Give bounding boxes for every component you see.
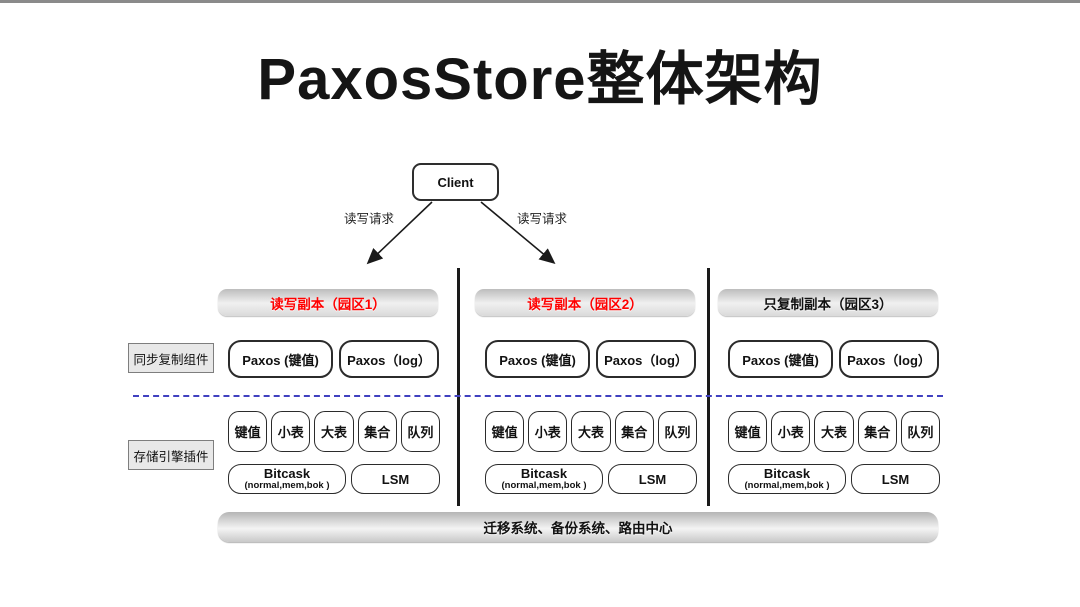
engine-box-queue: 队列 (657, 411, 698, 452)
bitcask-title: Bitcask (520, 466, 568, 482)
engine-box-bigtable: 大表 (571, 411, 611, 452)
request-label-left: 读写请求 (344, 212, 395, 226)
bitcask-subtitle: (normal,mem,bok ) (744, 479, 830, 491)
engine-box-keyvalue: 键值 (228, 411, 268, 452)
column-zone3: 只复制副本（园区3） Paxos (键值) Paxos（log） 键值 小表 大… (718, 289, 941, 494)
engine-box-bigtable: 大表 (814, 411, 854, 452)
paxos-kv-box: Paxos (键值) (228, 340, 333, 378)
engines-row: 键值 小表 大表 集合 队列 (485, 411, 698, 452)
bitcask-box: Bitcask (normal,mem,bok ) (728, 464, 846, 494)
zone-header: 读写副本（园区2） (475, 289, 695, 316)
page-title: PaxosStore整体架构 (257, 47, 823, 112)
engines-row: 键值 小表 大表 集合 队列 (728, 411, 941, 452)
request-arrows-icon (366, 201, 556, 265)
engine-box-set: 集合 (357, 411, 397, 452)
column-zone1: 读写副本（园区1） Paxos (键值) Paxos（log） 键值 小表 大表… (218, 289, 441, 494)
bitcask-box: Bitcask (normal,mem,bok ) (228, 464, 346, 494)
arrow-right-icon (480, 201, 556, 265)
client-box: Client (412, 163, 499, 201)
column-separator-1 (457, 268, 460, 506)
engine-box-queue: 队列 (900, 411, 941, 452)
engine-box-queue: 队列 (400, 411, 441, 452)
side-label-storage-engine: 存储引擎插件 (128, 440, 214, 470)
request-label-right: 读写请求 (517, 212, 568, 226)
paxos-kv-box: Paxos (键值) (728, 340, 833, 378)
paxos-log-box: Paxos（log） (339, 340, 439, 378)
arrow-left-icon (366, 201, 433, 265)
zone-header: 读写副本（园区1） (218, 289, 438, 316)
bitcask-subtitle: (normal,mem,bok ) (501, 479, 587, 491)
paxos-log-box: Paxos（log） (839, 340, 939, 378)
bottom-bar-systems: 迁移系统、备份系统、路由中心 (218, 512, 938, 542)
engine-box-keyvalue: 键值 (728, 411, 768, 452)
column-separator-2 (707, 268, 710, 506)
bitcask-title: Bitcask (263, 466, 311, 482)
engine-box-set: 集合 (857, 411, 897, 452)
bitcask-title: Bitcask (763, 466, 811, 482)
lsm-box: LSM (608, 464, 697, 494)
side-label-sync-replication: 同步复制组件 (128, 343, 214, 373)
lsm-box: LSM (851, 464, 940, 494)
column-zone2: 读写副本（园区2） Paxos (键值) Paxos（log） 键值 小表 大表… (475, 289, 698, 494)
bitcask-subtitle: (normal,mem,bok ) (244, 479, 330, 491)
engine-box-keyvalue: 键值 (485, 411, 525, 452)
engine-box-set: 集合 (614, 411, 654, 452)
engine-box-smalltable: 小表 (528, 411, 568, 452)
paxos-kv-box: Paxos (键值) (485, 340, 590, 378)
paxos-log-box: Paxos（log） (596, 340, 696, 378)
dashed-divider (133, 395, 943, 397)
zone-header: 只复制副本（园区3） (718, 289, 938, 316)
client-label: Client (437, 174, 474, 190)
engines-row: 键值 小表 大表 集合 队列 (228, 411, 441, 452)
engine-box-smalltable: 小表 (271, 411, 311, 452)
bitcask-box: Bitcask (normal,mem,bok ) (485, 464, 603, 494)
engine-box-smalltable: 小表 (771, 411, 811, 452)
slide-top-border (0, 0, 1080, 3)
lsm-box: LSM (351, 464, 440, 494)
engine-box-bigtable: 大表 (314, 411, 354, 452)
